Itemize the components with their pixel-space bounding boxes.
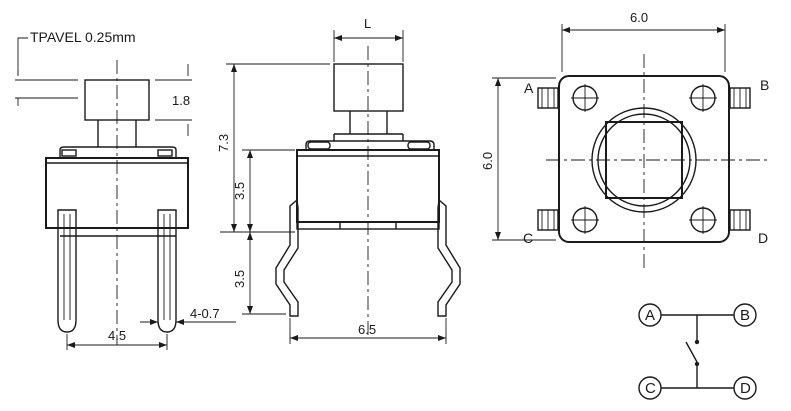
front-view-middle: L 7.3 3.5 xyxy=(216,16,461,344)
dim-4-5-label: 4.5 xyxy=(108,328,126,343)
dim-3-5a-label: 3.5 xyxy=(232,182,247,200)
mid-leg-right xyxy=(437,198,461,317)
switch-blade xyxy=(685,341,698,363)
tpavel-leader xyxy=(17,37,28,75)
left-pin-r xyxy=(157,209,177,333)
side-view-left: TPAVEL 0.25mm 1.8 xyxy=(15,29,236,350)
mid-plate-tab-r xyxy=(407,141,431,150)
dim-6-0w-arrow-l xyxy=(562,27,570,33)
dim-6-5-arrow-r xyxy=(438,335,446,341)
dim-3-5a-arrow-top xyxy=(247,150,253,158)
dim-l-label: L xyxy=(364,16,371,31)
dim-7-3-label: 7.3 xyxy=(216,134,231,152)
dim-4-5-arrow-r xyxy=(159,342,167,348)
top-pin-c-label: C xyxy=(523,230,533,246)
dim-6-0h-label: 6.0 xyxy=(480,152,495,170)
mid-body xyxy=(296,149,440,223)
mid-leg-left xyxy=(275,198,299,317)
mid-top-plate xyxy=(305,140,435,150)
dim-l-arrow-r xyxy=(395,35,403,41)
dim-pin-arrowhead-r xyxy=(176,319,184,325)
dim-l-arrow-l xyxy=(334,35,342,41)
dim-3-5b-arrow-bot xyxy=(247,306,253,314)
dim-3-5b-arrow-top xyxy=(247,232,253,240)
dim-6-0h-arrow-bot xyxy=(495,232,501,240)
dim-3-5b-label: 3.5 xyxy=(232,270,247,288)
node-d-label: D xyxy=(740,380,751,397)
dim-6-0h-arrow-top xyxy=(495,78,501,86)
dim-1-8-label: 1.8 xyxy=(172,93,190,108)
mid-plate-tab-l xyxy=(307,141,331,150)
tpavel-note: TPAVEL 0.25mm xyxy=(30,29,136,45)
top-view: 6.0 6.0 A B C D xyxy=(480,10,770,268)
switch-contact-top xyxy=(694,339,700,345)
left-pin-l xyxy=(57,209,77,333)
switch-contact-bottom xyxy=(694,361,700,367)
dim-6-0w-arrow-r xyxy=(717,27,725,33)
top-pin-a-label: A xyxy=(524,80,534,96)
dim-7-3-arrow-top xyxy=(231,64,237,72)
dim-7-3-arrow-bot xyxy=(231,224,237,232)
switch-schematic: A B C D xyxy=(638,303,757,400)
node-c-label: C xyxy=(645,380,656,397)
node-b-label: B xyxy=(740,307,750,324)
top-pin-b-label: B xyxy=(760,77,769,93)
mid-cap xyxy=(333,63,404,112)
node-a-label: A xyxy=(645,307,655,324)
top-pin-d-label: D xyxy=(758,230,768,246)
dim-6-0w-label: 6.0 xyxy=(630,10,648,25)
left-top-plate xyxy=(59,146,177,158)
dim-4-5-arrow-l xyxy=(67,342,75,348)
dim-pin-arrowhead-l xyxy=(150,319,158,325)
dim-6-5-arrow-l xyxy=(290,335,298,341)
left-plate-tab-l xyxy=(61,149,77,157)
dim-6-5-label: 6.5 xyxy=(358,322,376,337)
dim-pin-label: 4-0.7 xyxy=(190,306,220,321)
left-plate-tab-r xyxy=(157,149,173,157)
dim-3-5a-arrow-bot xyxy=(247,224,253,232)
